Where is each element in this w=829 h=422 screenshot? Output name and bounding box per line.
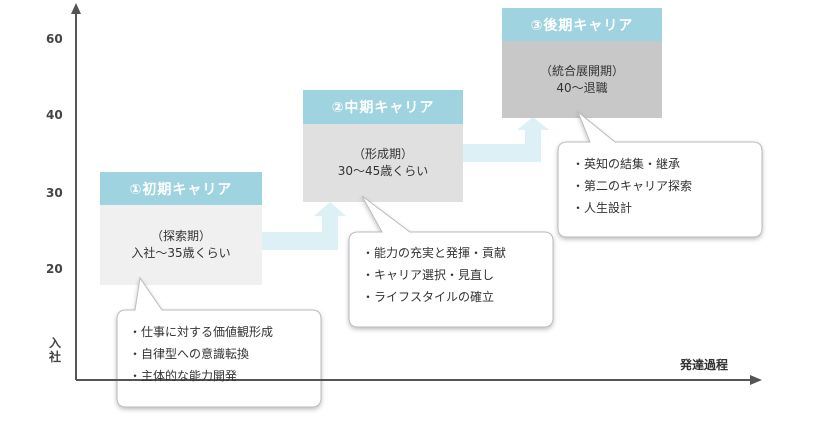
y-axis-arrowhead (71, 3, 81, 14)
task-item: 英知の結集・継承 (572, 153, 692, 175)
stage-late-period: （統合展開期） (539, 63, 624, 78)
task-item: ライフスタイルの確立 (362, 286, 506, 308)
task-item: 能力の充実と発揮・貢献 (362, 242, 506, 264)
stage-early-age: 入社～35歳くらい (131, 246, 231, 260)
stage-late-body-bg (502, 41, 662, 118)
y-start-label: 入 社 (49, 336, 62, 364)
task-item: 自律型への意識転換 (129, 343, 273, 365)
y-tick-20: 20 (46, 262, 63, 276)
y-tick-60: 60 (46, 32, 63, 46)
stage-late-body: （統合展開期） 40～退職 (502, 41, 662, 118)
task-item: 仕事に対する価値観形成 (129, 321, 273, 343)
stage-early-tasks: 仕事に対する価値観形成 自律型への意識転換 主体的な能力開発 (129, 321, 273, 387)
stage-mid-body: （形成期） 30～45歳くらい (303, 124, 463, 202)
stage-mid-age: 30～45歳くらい (337, 164, 429, 178)
stage-late-age: 40～退職 (556, 80, 608, 95)
stage-early-period: （探索期） (150, 229, 211, 243)
stage-mid-tasks: 能力の充実と発揮・貢献 キャリア選択・見直し ライフスタイルの確立 (362, 242, 506, 308)
stage-late-title: ③後期キャリア (502, 8, 662, 41)
transition-arrow-2 (463, 117, 549, 162)
stage-early-title: ①初期キャリア (100, 172, 262, 205)
stage-mid-title: ②中期キャリア (303, 90, 463, 124)
stage-early-body: （探索期） 入社～35歳くらい (100, 205, 262, 285)
task-item: 第二のキャリア探索 (572, 175, 692, 197)
stage-early-body-bg (100, 205, 262, 285)
task-item: 主体的な能力開発 (129, 365, 273, 387)
x-axis-label: 発達過程 (680, 358, 729, 372)
y-tick-40: 40 (46, 108, 63, 122)
stage-late-tasks: 英知の結集・継承 第二のキャリア探索 人生設計 (572, 153, 692, 219)
x-axis-arrowhead (750, 375, 762, 385)
stage-mid-period: （形成期） (352, 147, 413, 161)
stage-mid-body-bg (303, 124, 463, 202)
y-tick-30: 30 (46, 186, 63, 200)
task-item: キャリア選択・見直し (362, 264, 506, 286)
task-item: 人生設計 (572, 197, 692, 219)
transition-arrow-1 (262, 202, 346, 250)
